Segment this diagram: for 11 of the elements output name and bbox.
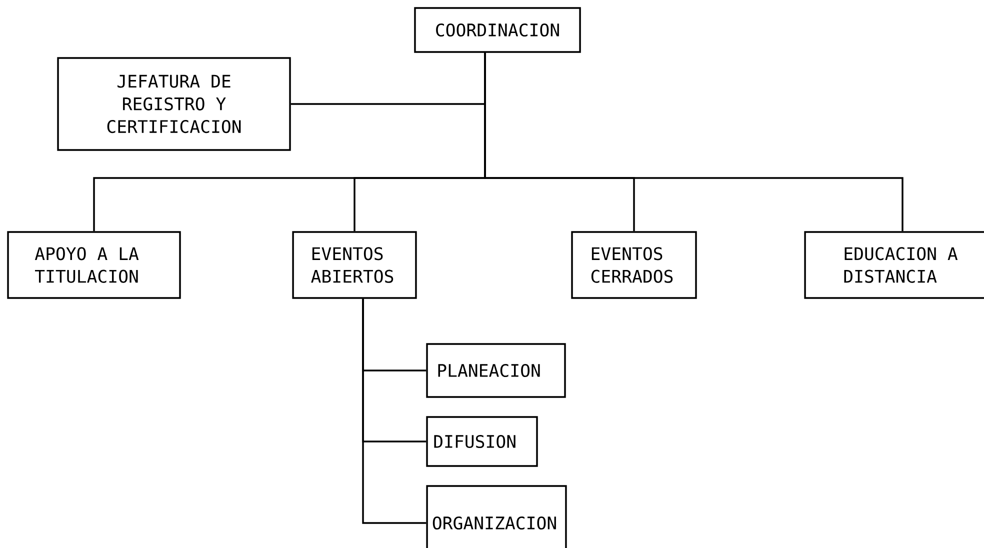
org-box: COORDINACION [414, 7, 581, 53]
connector-line [362, 298, 426, 524]
org-box: ORGANIZACION [426, 485, 567, 548]
org-box: PLANEACION [426, 343, 566, 398]
org-box: APOYO A LA TITULACION [7, 231, 181, 299]
org-box: EVENTOS ABIERTOS [292, 231, 417, 299]
org-box: EDUCACION A DISTANCIA [804, 231, 984, 299]
connector-line [484, 52, 904, 232]
org-box: JEFATURA DE REGISTRO Y CERTIFICACION [57, 57, 291, 151]
org-box: DIFUSION [426, 416, 538, 467]
org-box: EVENTOS CERRADOS [571, 231, 697, 299]
